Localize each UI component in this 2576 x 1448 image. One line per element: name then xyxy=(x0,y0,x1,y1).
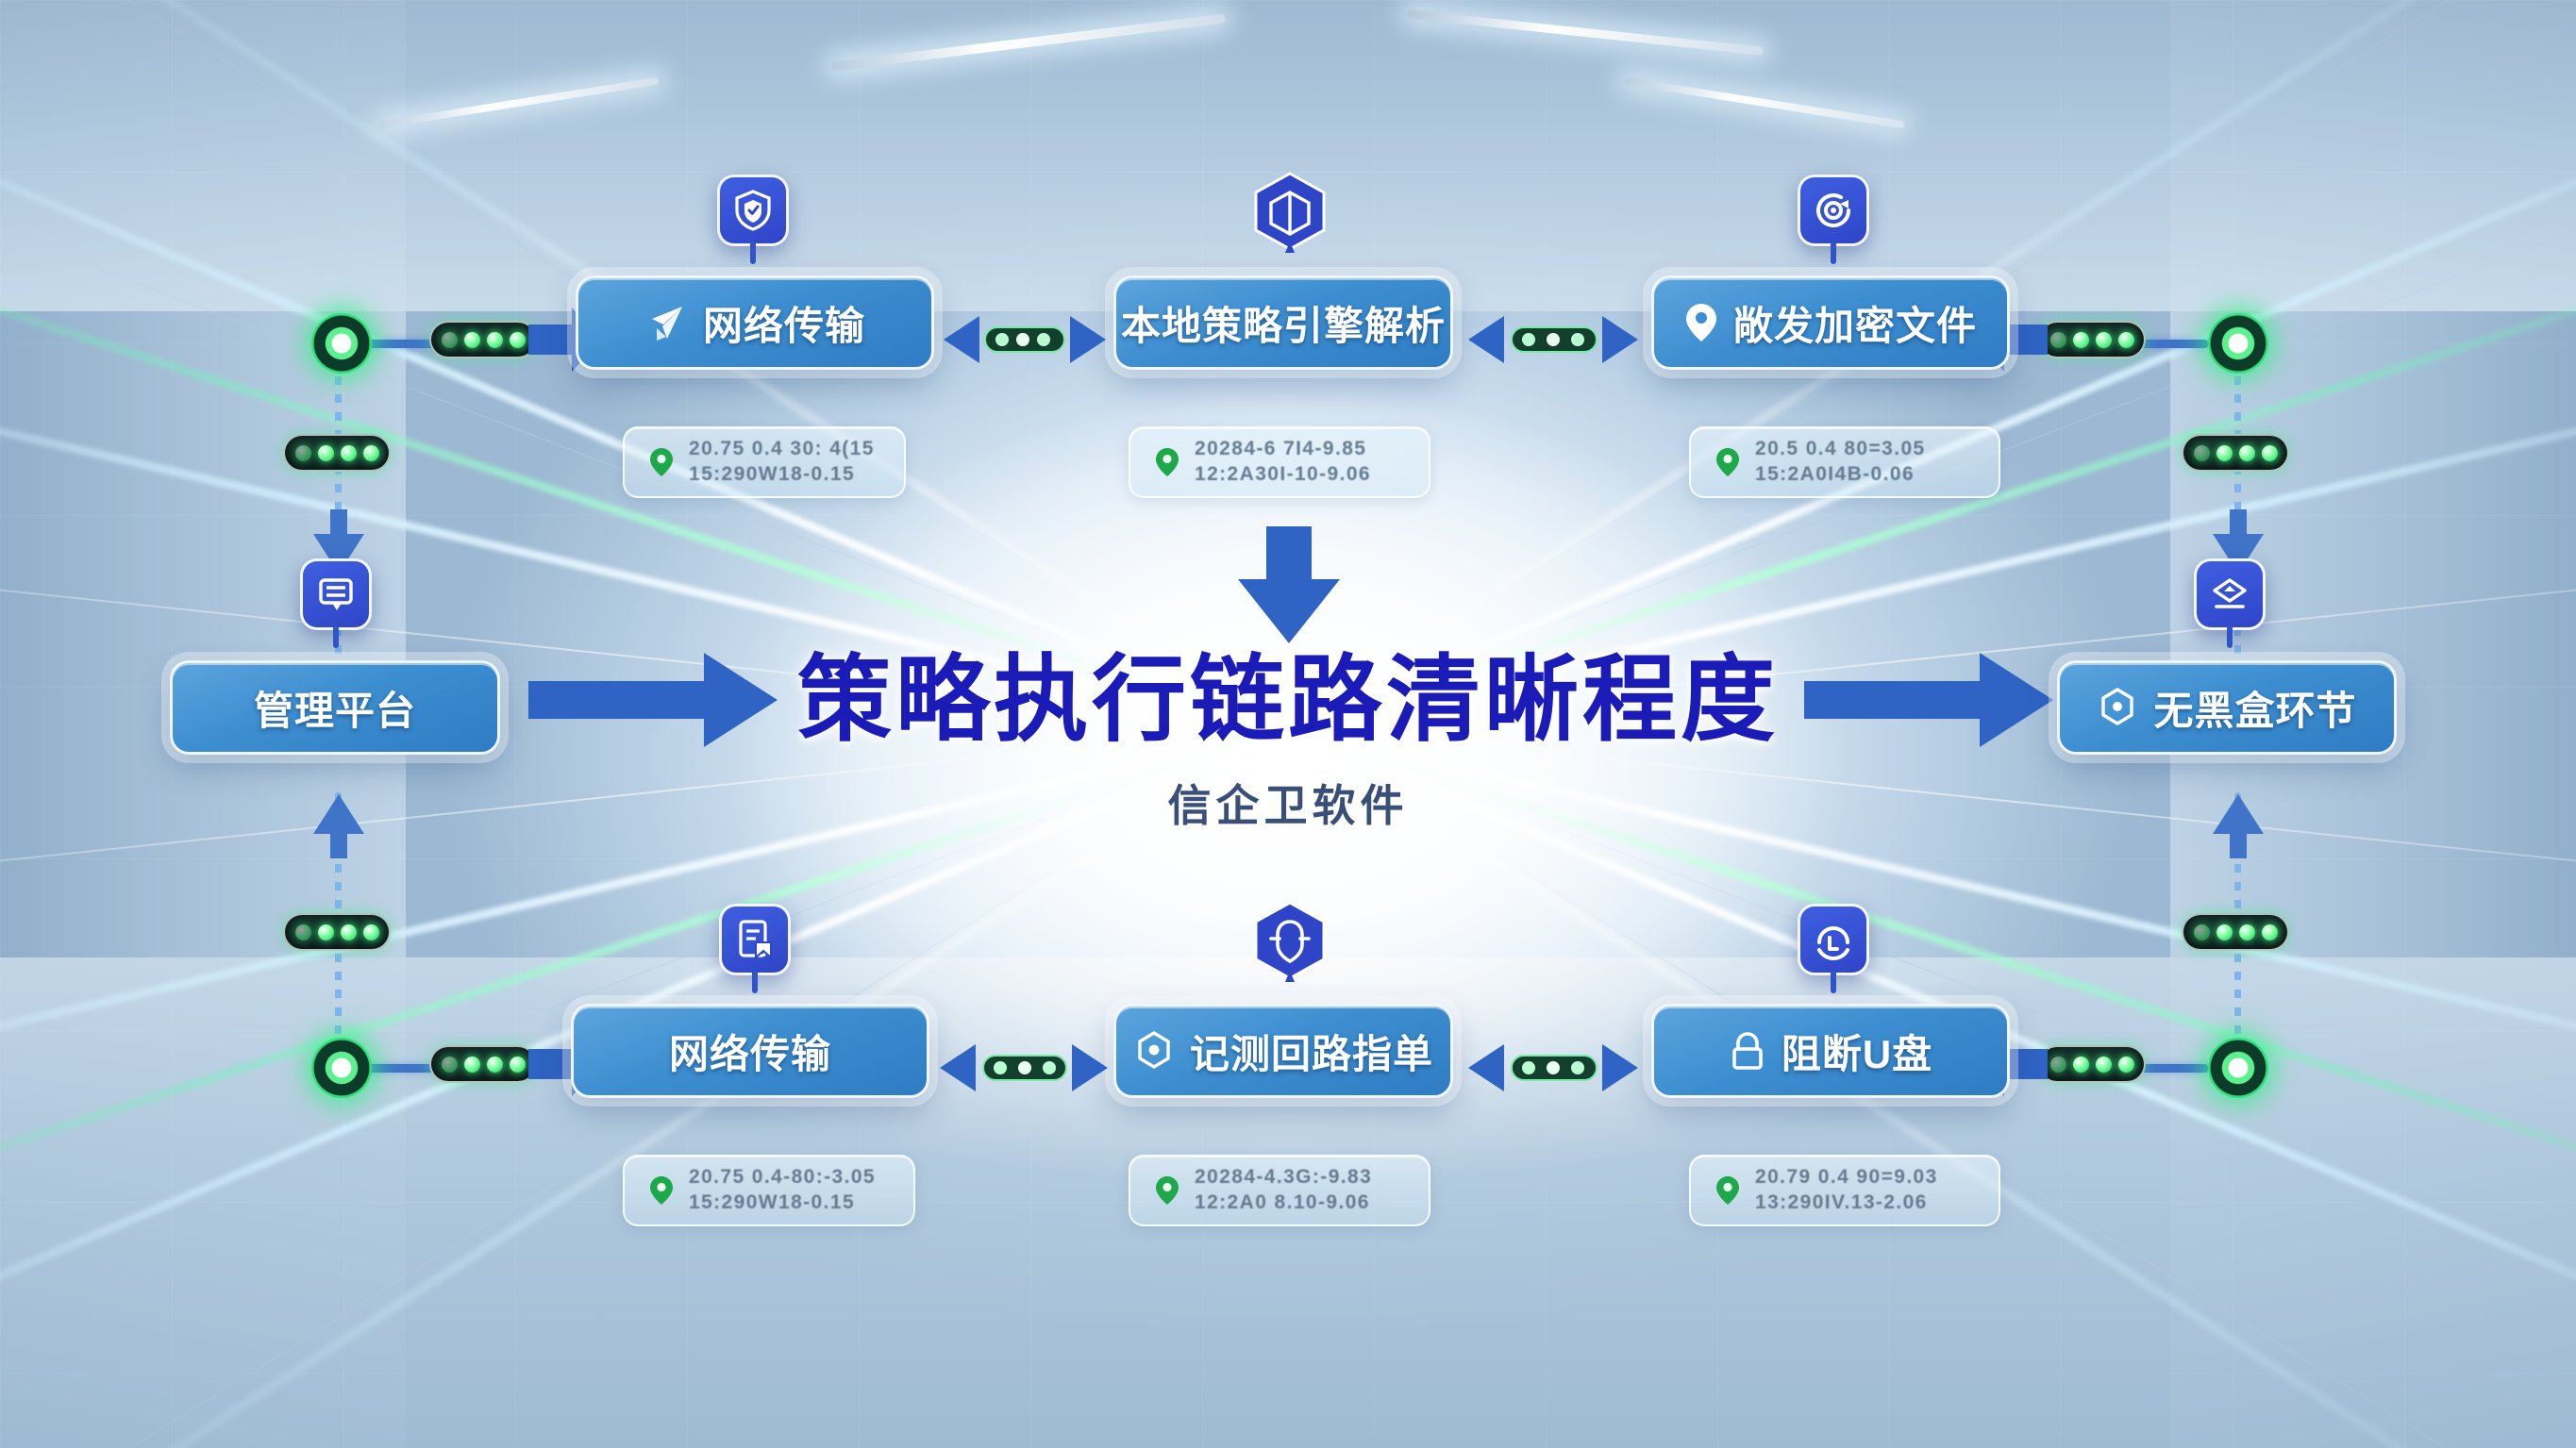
caption-line-1: 20284-4.3G:-9.83 xyxy=(1195,1166,1373,1189)
node-ring-bottom-right xyxy=(2208,1038,2268,1098)
caption-chip-1: 20284-6 7I4-9.85 12:2A30I-10-9.06 xyxy=(1129,426,1430,498)
node-card-label: 敞发加密文件 xyxy=(1732,303,1977,348)
connector-arrow-left-up xyxy=(313,794,364,858)
badge-upload-box-icon xyxy=(2194,558,2266,648)
data-capsule-top-right xyxy=(2038,321,2146,358)
node-card-top-0[interactable]: 网络传输 xyxy=(576,275,934,370)
node-card-label: 网络传输 xyxy=(668,1031,831,1076)
caption-line-1: 20.75 0.4-80:-3.05 xyxy=(689,1166,876,1189)
caption-line-2: 15:290W18-0.15 xyxy=(689,463,856,485)
node-card-bottom-0[interactable]: 网络传输 xyxy=(571,1004,929,1098)
center-title-block: 策略执行链路清晰程度 信企卫软件 xyxy=(722,651,1854,834)
node-card-right[interactable]: 无黑盒环节 xyxy=(2057,660,2397,755)
badge-stem xyxy=(750,241,756,264)
send-plane-icon xyxy=(651,307,682,341)
flow-arrow-left-to-center xyxy=(528,653,778,747)
node-card-label: 阻断U盘 xyxy=(1781,1031,1933,1076)
caption-line-2: 15:290W18-0.15 xyxy=(689,1191,856,1213)
node-card-label: 网络传输 xyxy=(702,303,865,348)
caption-chip-0: 20.75 0.4 30: 4(15 15:290W18-0.15 xyxy=(623,426,906,498)
badge-hexagon-shield-icon xyxy=(1250,901,1330,986)
badge-chat-lines-icon xyxy=(300,558,372,648)
caption-chip-4: 20284-4.3G:-9.83 12:2A0 8.10-9.06 xyxy=(1129,1155,1430,1226)
hexagon-split-icon xyxy=(1254,172,1326,253)
connector-left-top-horizontal xyxy=(368,340,443,348)
node-card-label: 记测回路指单 xyxy=(1190,1031,1434,1076)
node-card-left[interactable]: 管理平台 xyxy=(170,660,500,755)
hexagon-shield-icon xyxy=(1254,901,1326,982)
caption-line-1: 20.5 0.4 80=3.05 xyxy=(1755,438,1926,460)
badge-document-tag-icon xyxy=(719,904,791,993)
node-card-top-1[interactable]: 本地策略引擎解析 xyxy=(1113,275,1453,370)
bidirectional-arrow-bottom-mid-right xyxy=(1468,1040,1638,1096)
data-capsule-right-mid-upper xyxy=(2182,434,2289,472)
badge-hexagon-split-icon xyxy=(1250,172,1330,257)
document-tag-icon xyxy=(739,920,772,960)
data-capsule-right-mid-lower xyxy=(2182,913,2289,951)
chat-lines-icon xyxy=(319,578,353,610)
connector-left-bottom-horizontal xyxy=(368,1064,443,1073)
caption-line-2: 12:2A30I-10-9.06 xyxy=(1195,463,1372,485)
data-capsule-bottom-left xyxy=(429,1045,537,1083)
node-card-top-2[interactable]: 敞发加密文件 xyxy=(1651,275,2010,370)
caption-line-2: 15:2A0I4B-0.06 xyxy=(1755,463,1915,485)
caption-line-2: 12:2A0 8.10-9.06 xyxy=(1195,1191,1370,1213)
flow-arrow-center-to-right xyxy=(1804,653,2053,747)
data-capsule-top-left xyxy=(429,321,537,358)
node-card-bottom-2[interactable]: 阻断U盘 xyxy=(1651,1004,2010,1098)
caption-line-2: 13:290IV.13-2.06 xyxy=(1755,1191,1928,1213)
node-card-bottom-1[interactable]: 记测回路指单 xyxy=(1113,1004,1453,1098)
connector-arrow-left-down xyxy=(313,509,364,574)
lock-icon xyxy=(1732,1032,1763,1070)
badge-stem xyxy=(2227,625,2233,648)
badge-target-refresh-icon xyxy=(1798,175,1869,264)
caption-line-1: 20284-6 7I4-9.85 xyxy=(1195,438,1367,460)
badge-stem xyxy=(1831,241,1836,264)
data-capsule-bottom-right xyxy=(2038,1045,2146,1083)
node-ring-bottom-left xyxy=(311,1038,372,1098)
caption-chip-3: 20.75 0.4-80:-3.05 15:290W18-0.15 xyxy=(623,1155,915,1226)
shield-check-icon xyxy=(735,190,771,231)
connector-arrow-right-down xyxy=(2213,509,2264,574)
node-card-label: 本地策略引擎解析 xyxy=(1121,303,1447,348)
caption-line-1: 20.79 0.4 90=9.03 xyxy=(1755,1166,1938,1189)
flow-arrow-top-to-center xyxy=(1238,526,1340,643)
bidirectional-arrow-top-left-mid xyxy=(944,311,1106,368)
connector-arrow-right-up xyxy=(2213,794,2264,858)
node-card-label: 管理平台 xyxy=(253,688,416,733)
location-pin-icon xyxy=(650,1176,673,1205)
connector-right-top-horizontal xyxy=(2133,340,2208,348)
location-pin-icon xyxy=(1716,448,1739,476)
page-title: 策略执行链路清晰程度 xyxy=(797,647,1779,753)
badge-shield-check-icon xyxy=(717,175,789,264)
bidirectional-arrow-top-mid-right xyxy=(1468,311,1638,368)
location-pin-icon xyxy=(650,448,673,476)
caption-chip-5: 20.79 0.4 90=9.03 13:290IV.13-2.06 xyxy=(1689,1155,2000,1226)
badge-stem xyxy=(1831,971,1836,993)
hexagon-dot-icon xyxy=(1138,1031,1170,1069)
location-pin-icon xyxy=(1716,1176,1739,1205)
ceiling-plate xyxy=(0,0,2576,311)
caption-chip-2: 20.5 0.4 80=3.05 15:2A0I4B-0.06 xyxy=(1689,426,2000,498)
sync-circle-icon xyxy=(1817,926,1849,960)
hexagon-dot-icon xyxy=(2101,688,2134,725)
location-pin-icon xyxy=(1156,448,1179,476)
bidirectional-arrow-bottom-left-mid xyxy=(940,1040,1108,1096)
upload-box-icon xyxy=(2213,578,2247,608)
data-capsule-left-mid-lower xyxy=(283,913,391,951)
caption-line-1: 20.75 0.4 30: 4(15 xyxy=(689,438,875,460)
badge-stem xyxy=(752,971,758,993)
node-ring-top-right xyxy=(2208,313,2268,374)
node-ring-top-left xyxy=(311,313,372,374)
node-card-label: 无黑盒环节 xyxy=(2153,688,2357,733)
page-subtitle: 信企卫软件 xyxy=(1167,781,1409,830)
target-refresh-icon xyxy=(1816,193,1851,228)
data-capsule-left-mid-upper xyxy=(283,434,391,472)
connector-right-bottom-horizontal xyxy=(2133,1064,2208,1073)
location-pin-icon xyxy=(1685,304,1716,341)
badge-sync-circle-icon xyxy=(1798,904,1869,993)
location-pin-icon xyxy=(1156,1176,1179,1205)
badge-stem xyxy=(333,625,339,648)
